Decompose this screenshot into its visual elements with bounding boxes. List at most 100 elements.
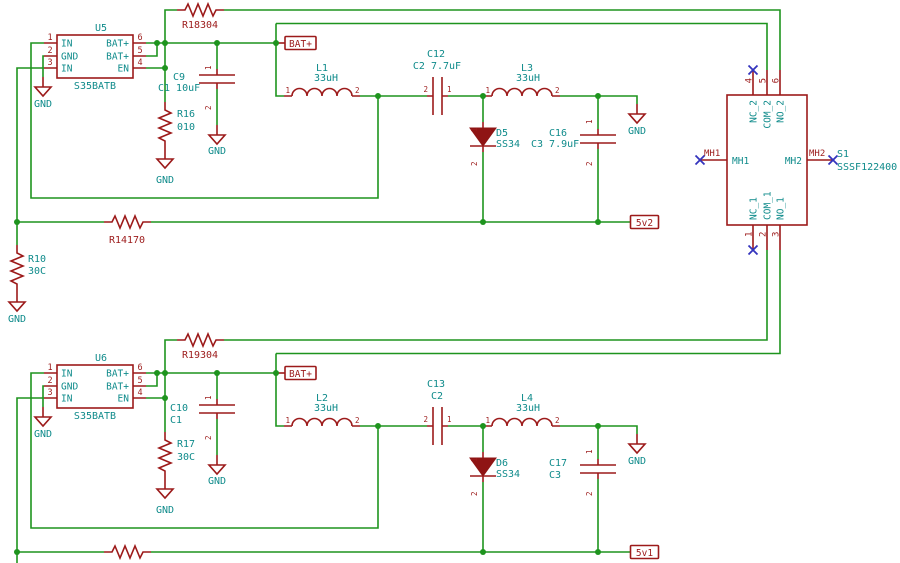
pin-digit: 1 bbox=[204, 395, 213, 400]
input-inductor-ref: L2 bbox=[316, 393, 328, 404]
ic-pin-num: 6 bbox=[137, 363, 142, 373]
ic-pin-name: BAT+ bbox=[106, 382, 129, 393]
ic-pin-num: 2 bbox=[47, 46, 52, 56]
r10-ref: R10 bbox=[28, 254, 46, 265]
circuit-bottom-labels: U6 S35BATB 1 2 3 6 5 4 IN GND IN BAT+ BA… bbox=[34, 350, 653, 559]
gnd-label: GND bbox=[156, 175, 174, 186]
pin-digit: 1 bbox=[285, 416, 290, 425]
output-inductor-ref: L3 bbox=[521, 63, 533, 74]
gnd-label: GND bbox=[208, 146, 226, 157]
series-cap-value: C2 bbox=[431, 391, 443, 402]
pin-digit: 2 bbox=[555, 86, 560, 95]
ic-pin-num: 3 bbox=[47, 388, 52, 398]
pin-digit: 2 bbox=[423, 415, 428, 424]
ic-pin-name: BAT+ bbox=[106, 39, 129, 50]
pin-digit: 1 bbox=[204, 65, 213, 70]
ic-value: S35BATB bbox=[74, 81, 116, 92]
diode-ref: D6 bbox=[496, 458, 508, 469]
output-cap-value: C3 7.9uF bbox=[531, 139, 579, 150]
gnd-label: GND bbox=[208, 476, 226, 487]
switch-pin-num: 4 bbox=[745, 78, 755, 83]
bat-flag-label: BAT+ bbox=[289, 39, 312, 50]
switch-mh2-pin-label: MH2 bbox=[809, 149, 825, 159]
ic-pin-name: BAT+ bbox=[106, 369, 129, 380]
bat-flag-label: BAT+ bbox=[289, 369, 312, 380]
circuit-top-labels: U5 S35BATB 1 2 3 6 5 4 IN GND IN BAT+ BA… bbox=[34, 20, 653, 246]
pin-digit: 1 bbox=[585, 449, 594, 454]
out-flag-label: 5v1 bbox=[636, 548, 653, 559]
output-inductor-value: 33uH bbox=[516, 403, 540, 414]
gnd-label: GND bbox=[34, 429, 52, 440]
feed-resistor-label: R18304 bbox=[182, 20, 218, 31]
switch-pin-num: 3 bbox=[772, 232, 782, 237]
switch-mh1-name: MH1 bbox=[732, 156, 749, 167]
switch-body bbox=[726, 94, 808, 226]
series-cap-ref: C13 bbox=[427, 379, 445, 390]
diode-value: SS34 bbox=[496, 139, 520, 150]
ic-pin-name: IN bbox=[61, 394, 73, 405]
switch-pin-num: 5 bbox=[759, 78, 769, 83]
pin-digit: 1 bbox=[485, 86, 490, 95]
pin-digit: 2 bbox=[585, 161, 594, 166]
wires-bottom-to-switch[interactable] bbox=[16, 250, 781, 563]
out-flag-label: 5v2 bbox=[636, 218, 653, 229]
gnd-label: GND bbox=[628, 456, 646, 467]
switch-mh1-pin-label: MH1 bbox=[704, 149, 720, 159]
pin-digit: 1 bbox=[470, 127, 479, 132]
input-cap-ref: C10 bbox=[170, 403, 188, 414]
pin-digit: 2 bbox=[470, 161, 479, 166]
input-cap-ref: C9 bbox=[173, 72, 185, 83]
wires-top-to-switch[interactable] bbox=[224, 9, 781, 70]
switch-pin-name: NC_1 bbox=[749, 197, 760, 220]
pin-digit: 2 bbox=[423, 85, 428, 94]
output-inductor-value: 33uH bbox=[516, 73, 540, 84]
input-cap-value: C1 10uF bbox=[158, 83, 200, 94]
ic-pin-name: EN bbox=[118, 64, 130, 75]
input-inductor-value: 33uH bbox=[314, 73, 338, 84]
ic-pin-num: 5 bbox=[137, 376, 142, 386]
pin-digit: 1 bbox=[470, 457, 479, 462]
ic-pin-name: GND bbox=[61, 52, 78, 63]
ic-pin-num: 2 bbox=[47, 376, 52, 386]
pin-digit: 1 bbox=[447, 85, 452, 94]
ic-pin-num: 4 bbox=[137, 388, 142, 398]
series-cap-ref: C12 bbox=[427, 49, 445, 60]
enable-resistor-value: 010 bbox=[177, 122, 195, 133]
input-cap-value: C1 bbox=[170, 415, 182, 426]
series-cap-value: C2 7.7uF bbox=[413, 61, 461, 72]
ic-pin-num: 3 bbox=[47, 58, 52, 68]
switch-pin-num: 2 bbox=[759, 232, 769, 237]
pin-digit: 2 bbox=[204, 435, 213, 440]
output-inductor-ref: L4 bbox=[521, 393, 533, 404]
pin-digit: 1 bbox=[585, 119, 594, 124]
ic-pin-num: 5 bbox=[137, 46, 142, 56]
gnd-label: GND bbox=[34, 99, 52, 110]
output-cap-value: C3 bbox=[549, 470, 561, 481]
output-cap-ref: C17 bbox=[549, 458, 567, 469]
pin-digit: 1 bbox=[485, 416, 490, 425]
switch-pin-name: COM_1 bbox=[763, 191, 774, 220]
enable-resistor-ref: R16 bbox=[177, 109, 195, 120]
ic-ref: U5 bbox=[95, 23, 107, 34]
switch-s1[interactable]: 4 5 6 1 2 3 NC_2 COM_2 NO_2 NC_1 COM_1 N… bbox=[694, 64, 898, 256]
rail-resistor-label: R14170 bbox=[109, 235, 145, 246]
r10-resistor[interactable]: R10 30C GND bbox=[8, 222, 46, 325]
pin-digit: 2 bbox=[555, 416, 560, 425]
input-inductor-value: 33uH bbox=[314, 403, 338, 414]
pin-digit: 1 bbox=[285, 86, 290, 95]
ic-pin-name: EN bbox=[118, 394, 130, 405]
ic-value: S35BATB bbox=[74, 411, 116, 422]
switch-pin-name: COM_2 bbox=[763, 100, 774, 129]
gnd-label: GND bbox=[628, 126, 646, 137]
ic-pin-name: IN bbox=[61, 369, 73, 380]
ic-pin-name: BAT+ bbox=[106, 52, 129, 63]
ic-pin-name: IN bbox=[61, 64, 73, 75]
ic-pin-num: 6 bbox=[137, 33, 142, 43]
ic-pin-num: 4 bbox=[137, 58, 142, 68]
switch-pin-num: 1 bbox=[745, 232, 755, 237]
switch-pin-stubs bbox=[700, 70, 833, 250]
output-cap-ref: C16 bbox=[549, 128, 567, 139]
r10-value: 30C bbox=[28, 266, 46, 277]
pin-digit: 2 bbox=[204, 105, 213, 110]
enable-resistor-ref: R17 bbox=[177, 439, 195, 450]
